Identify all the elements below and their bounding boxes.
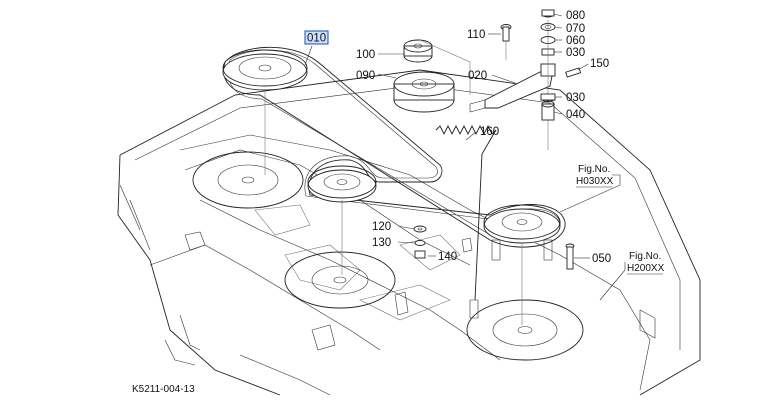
callout-090[interactable]: 090 [356, 70, 375, 82]
callout-140[interactable]: 140 [438, 251, 457, 263]
bolt-110 [500, 24, 512, 60]
sleeve-040 [541, 100, 555, 121]
washer-130 [414, 240, 426, 246]
callout-150[interactable]: 150 [590, 58, 609, 70]
spring-160 [435, 124, 497, 301]
drawing-code: K5211-004-13 [132, 384, 195, 395]
idler-pulley-090 [393, 39, 471, 113]
callout-100[interactable]: 100 [356, 49, 375, 61]
callout-050[interactable]: 050 [592, 253, 611, 265]
callout-030-upper[interactable]: 030 [566, 47, 585, 59]
fig-ref-h030xx[interactable]: Fig.No. H030XX [576, 164, 614, 188]
callout-070[interactable]: 070 [566, 23, 585, 35]
callout-010[interactable]: 010 [304, 30, 329, 45]
tension-arm-020 [469, 71, 553, 113]
deck-spindle-left [192, 151, 304, 209]
callout-110[interactable]: 110 [467, 29, 485, 41]
spacer-stack [540, 9, 556, 150]
stud-150 [565, 67, 582, 78]
callout-040[interactable]: 040 [566, 109, 585, 121]
svg-text:H200XX: H200XX [627, 263, 665, 274]
svg-text:010: 010 [307, 33, 326, 45]
deck-spindle-right [466, 299, 584, 361]
washer-120 [413, 225, 427, 233]
callout-160[interactable]: 160 [480, 126, 499, 138]
collar-030-lower [540, 93, 556, 102]
callout-130[interactable]: 130 [372, 237, 391, 249]
deck-spindle-center [284, 251, 396, 309]
right-pulley [483, 204, 561, 325]
leader-lines [304, 13, 626, 301]
callout-080[interactable]: 080 [566, 10, 585, 22]
callout-120[interactable]: 120 [372, 221, 391, 233]
bolt-050 [565, 243, 575, 270]
svg-text:Fig.No.: Fig.No. [578, 164, 610, 175]
nut-140 [414, 250, 426, 259]
mower-deck [117, 69, 701, 396]
callout-020[interactable]: 020 [468, 70, 487, 82]
drive-pulley-left [222, 49, 308, 175]
idler-cap-100 [403, 39, 433, 63]
svg-text:Fig.No.: Fig.No. [629, 251, 661, 262]
fig-ref-h200xx[interactable]: Fig.No. H200XX [627, 251, 665, 275]
center-pulley [307, 165, 377, 275]
callout-030-lower[interactable]: 030 [566, 92, 585, 104]
svg-text:H030XX: H030XX [576, 176, 614, 187]
callout-060[interactable]: 060 [566, 35, 585, 47]
